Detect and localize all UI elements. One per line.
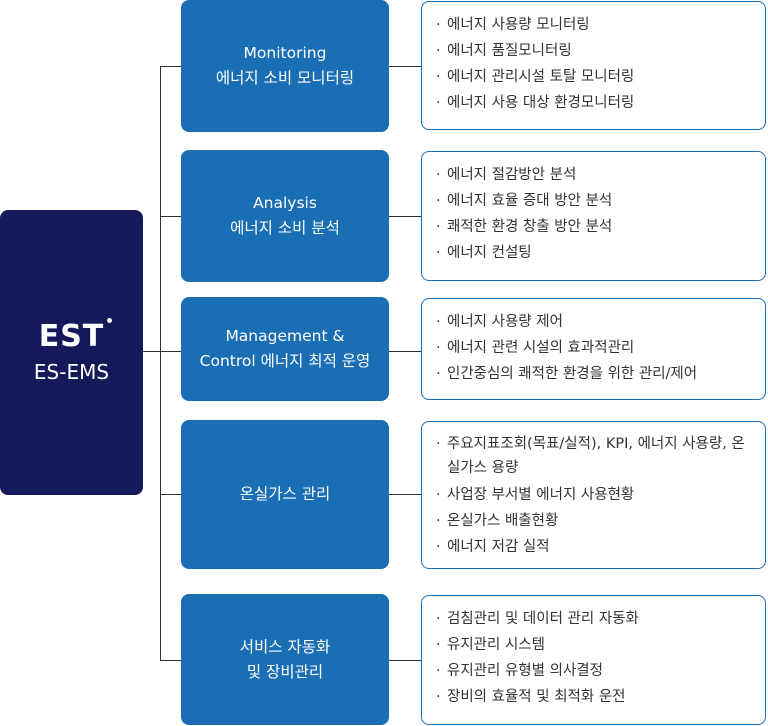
detail-box-ghg-management: ·주요지표조회(목표/실적), KPI, 에너지 사용량, 온실가스 용량 ·사… <box>421 421 766 569</box>
list-item: ·에너지 저감 실적 <box>436 539 550 555</box>
list-item: ·장비의 효율적 및 최적화 운전 <box>436 689 626 705</box>
detail-box-analysis: ·에너지 절감방안 분석 ·에너지 효율 증대 방안 분석 ·쾌적한 환경 창출… <box>421 151 766 281</box>
list-item: ·에너지 사용 대상 환경모니터링 <box>436 95 635 111</box>
root-subtitle: ES-EMS <box>33 359 110 384</box>
category-title-en: Analysis <box>253 194 317 212</box>
detail-box-monitoring: ·에너지 사용량 모니터링 ·에너지 품질모니터링 ·에너지 관리시설 토탈 모… <box>421 1 766 130</box>
category-analysis: Analysis 에너지 소비 분석 <box>181 150 389 282</box>
list-item: ·에너지 사용량 제어 <box>436 314 563 330</box>
list-item: ·에너지 관리시설 토탈 모니터링 <box>436 69 635 85</box>
category-title-en: Management & <box>225 327 345 345</box>
detail-box-service-automation: ·검침관리 및 데이터 관리 자동화 ·유지관리 시스템 ·유지관리 유형별 의… <box>421 595 766 725</box>
est-logo: EST <box>39 317 113 352</box>
category-title-ko: 온실가스 관리 <box>239 485 331 503</box>
root-connector <box>143 351 161 352</box>
root-node-es-ems: EST ES-EMS <box>0 210 143 495</box>
detail-box-management-control: ·에너지 사용량 제어 ·에너지 관련 시설의 효과적관리 ·인간중심의 쾌적한… <box>421 298 766 400</box>
list-item: ·에너지 사용량 모니터링 <box>436 17 590 33</box>
branch-line-2 <box>160 216 181 217</box>
list-item: ·유지관리 유형별 의사결정 <box>436 663 603 679</box>
detail-connector-1 <box>389 66 421 67</box>
branch-line-5 <box>160 660 181 661</box>
detail-connector-3 <box>389 351 421 352</box>
branch-line-4 <box>160 494 181 495</box>
list-item: ·유지관리 시스템 <box>436 637 545 653</box>
branch-line-1 <box>160 66 181 67</box>
list-item: ·에너지 컨설팅 <box>436 245 532 261</box>
branch-line-3 <box>160 351 181 352</box>
category-title-ko: 에너지 소비 분석 <box>230 219 340 237</box>
trunk-line <box>160 66 161 660</box>
detail-connector-5 <box>389 660 421 661</box>
list-item: ·에너지 효율 증대 방안 분석 <box>436 193 613 209</box>
category-service-automation: 서비스 자동화 및 장비관리 <box>181 594 389 725</box>
category-title-line1: 서비스 자동화 <box>239 637 331 656</box>
category-title-en: Monitoring <box>243 44 327 62</box>
list-item: ·검침관리 및 데이터 관리 자동화 <box>436 611 639 627</box>
list-item: ·사업장 부서별 에너지 사용현황 <box>436 487 635 503</box>
category-title-ko: Control 에너지 최적 운영 <box>199 352 371 370</box>
detail-connector-2 <box>389 216 421 217</box>
logo-dot-icon <box>107 317 113 323</box>
list-item: ·온실가스 배출현황 <box>436 513 559 529</box>
category-management-control: Management & Control 에너지 최적 운영 <box>181 297 389 401</box>
list-item: ·에너지 관련 시설의 효과적관리 <box>436 340 635 356</box>
list-item: ·에너지 품질모니터링 <box>436 43 572 59</box>
list-item: ·에너지 절감방안 분석 <box>436 167 577 183</box>
list-item: ·주요지표조회(목표/실적), KPI, 에너지 사용량, 온실가스 용량 <box>436 436 745 476</box>
list-item: ·쾌적한 환경 창출 방안 분석 <box>436 219 613 235</box>
detail-connector-4 <box>389 494 421 495</box>
category-monitoring: Monitoring 에너지 소비 모니터링 <box>181 0 389 132</box>
category-title-line2: 및 장비관리 <box>246 662 324 681</box>
category-ghg-management: 온실가스 관리 <box>181 420 389 569</box>
list-item: ·인간중심의 쾌적한 환경을 위한 관리/제어 <box>436 366 698 382</box>
category-title-ko: 에너지 소비 모니터링 <box>215 69 355 87</box>
